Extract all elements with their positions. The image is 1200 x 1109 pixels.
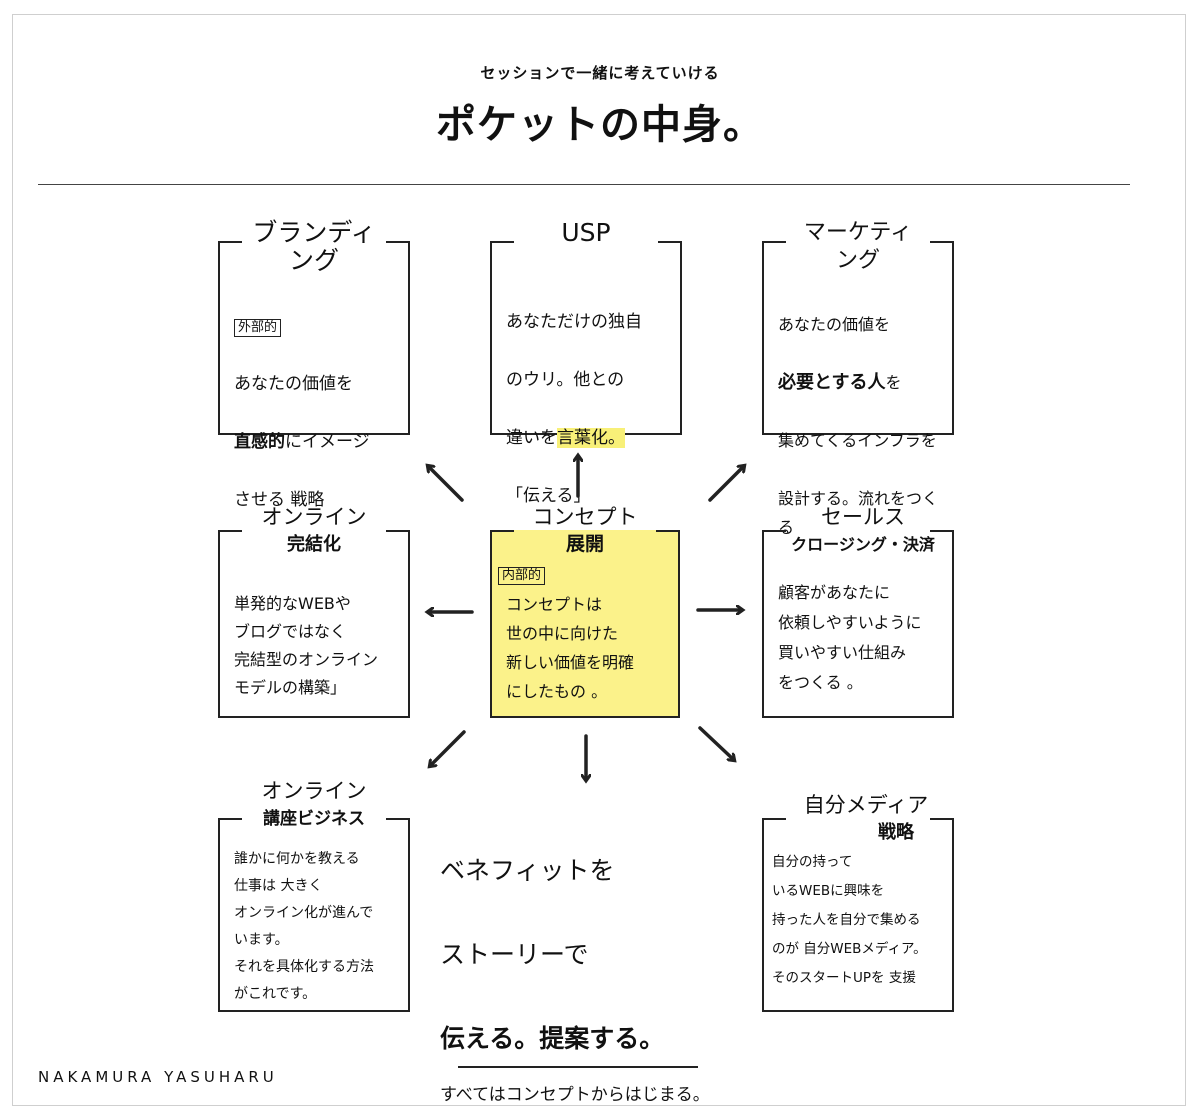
benefit-note: すべてはコンセプトからはじまる。 bbox=[440, 1085, 710, 1105]
card-title: ブランディング bbox=[252, 218, 376, 275]
card-body: 誰かに何かを教える 仕事は 大きく オンライン化が進んで います。 それを具体化… bbox=[234, 851, 374, 1002]
card-body: 外部的 あなたの価値を 直感的にイメージ させる 戦略 bbox=[234, 283, 398, 515]
body-line: させる 戦略 bbox=[234, 490, 325, 510]
card-title: オンライン 完結化 bbox=[261, 505, 367, 555]
page-subtitle: セッションで一緒に考えていける bbox=[480, 64, 720, 82]
highlighted-text: 言葉化。 bbox=[557, 428, 625, 448]
card-body: あなたの価値を 必要とする人を 集めてくるインフラを 設計する。流れをつくる bbox=[778, 281, 942, 542]
benefit-line: 伝える。提案する。 bbox=[440, 1024, 665, 1053]
card-body: 単発的なWEBや ブログではなく 完結型のオンライン モデルの構築」 bbox=[234, 594, 379, 697]
page-frame bbox=[12, 14, 1186, 1106]
card-concept: コンセプト 展開 内部的 コンセプトは 世の中に向けた 新しい価値を明確 にした… bbox=[490, 505, 680, 718]
card-title: コンセプト 展開 bbox=[532, 505, 638, 555]
body-line: 集めてくるインフラを bbox=[778, 431, 937, 450]
page-title: ポケットの中身。 bbox=[436, 102, 764, 148]
arrow-down-left bbox=[430, 730, 466, 766]
card-branding: ブランディング 外部的 あなたの価値を 直感的にイメージ させる 戦略 bbox=[218, 219, 410, 510]
body-line: 「伝える」 bbox=[506, 486, 591, 506]
card-own-media: 自分メディア 戦略 自分の持って いるWEBに興味を 持った人を自分で集める の… bbox=[762, 793, 954, 1012]
author-credit: NAKAMURA YASUHARU bbox=[38, 1068, 278, 1086]
benefit-line: ベネフィットを bbox=[440, 856, 615, 885]
arrow-up-right bbox=[708, 466, 744, 502]
card-title: オンライン 講座ビジネス bbox=[261, 779, 367, 829]
card-title: USP bbox=[561, 218, 611, 247]
internal-tag: 内部的 bbox=[498, 567, 546, 585]
card-body: 自分の持って いるWEBに興味を 持った人を自分で集める のが 自分WEBメディ… bbox=[772, 854, 927, 986]
body-line: を bbox=[885, 373, 902, 392]
benefit-lines: ベネフィットを ストーリーで 伝える。提案する。 bbox=[440, 808, 740, 1060]
card-body: 顧客があなたに 依頼しやすいように 買いやすい仕組み をつくる 。 bbox=[778, 583, 922, 692]
body-line: にイメージ bbox=[285, 432, 370, 452]
benefit-underline bbox=[458, 1066, 698, 1068]
body-line: 違いを bbox=[506, 428, 557, 448]
body-line: あなただけの独自 bbox=[506, 312, 642, 332]
body-emphasis: 必要とする人 bbox=[778, 372, 886, 393]
card-body: コンセプトは 世の中に向けた 新しい価値を明確 にしたもの 。 bbox=[506, 595, 635, 701]
card-title: 自分メディア 戦略 bbox=[803, 793, 929, 843]
card-online-complete: オンライン 完結化 単発的なWEBや ブログではなく 完結型のオンライン モデル… bbox=[218, 505, 410, 718]
external-tag: 外部的 bbox=[234, 319, 282, 337]
body-line: 設計する。流れをつくる bbox=[778, 489, 939, 537]
card-online-course: オンライン 講座ビジネス 誰かに何かを教える 仕事は 大きく オンライン化が進ん… bbox=[218, 779, 410, 1012]
card-body: あなただけの独自 のウリ。他との 違いを言葉化。 「伝える」 bbox=[506, 279, 670, 511]
benefit-block: ベネフィットを ストーリーで 伝える。提案する。 すべてはコンセプトからはじまる… bbox=[440, 808, 740, 1105]
card-sales: セールス クロージング・決済 顧客があなたに 依頼しやすいように 買いやすい仕組… bbox=[762, 505, 954, 718]
arrow-down-right bbox=[698, 726, 734, 760]
card-marketing: マーケティング あなたの価値を 必要とする人を 集めてくるインフラを 設計する。… bbox=[762, 220, 954, 537]
card-usp: USP あなただけの独自 のウリ。他との 違いを言葉化。 「伝える」 bbox=[490, 219, 682, 506]
benefit-line: ストーリーで bbox=[440, 940, 589, 969]
body-line: のウリ。他との bbox=[506, 370, 625, 390]
card-title: マーケティング bbox=[803, 220, 913, 273]
body-line: あなたの価値を bbox=[778, 315, 891, 334]
body-emphasis: 直感的 bbox=[234, 432, 285, 452]
arrow-up-left bbox=[428, 466, 464, 502]
card-title: セールス クロージング・決済 bbox=[791, 505, 935, 554]
header-divider bbox=[38, 184, 1130, 185]
body-line: あなたの価値を bbox=[234, 374, 353, 394]
internal-tag-wrap: 内部的 bbox=[498, 564, 546, 585]
